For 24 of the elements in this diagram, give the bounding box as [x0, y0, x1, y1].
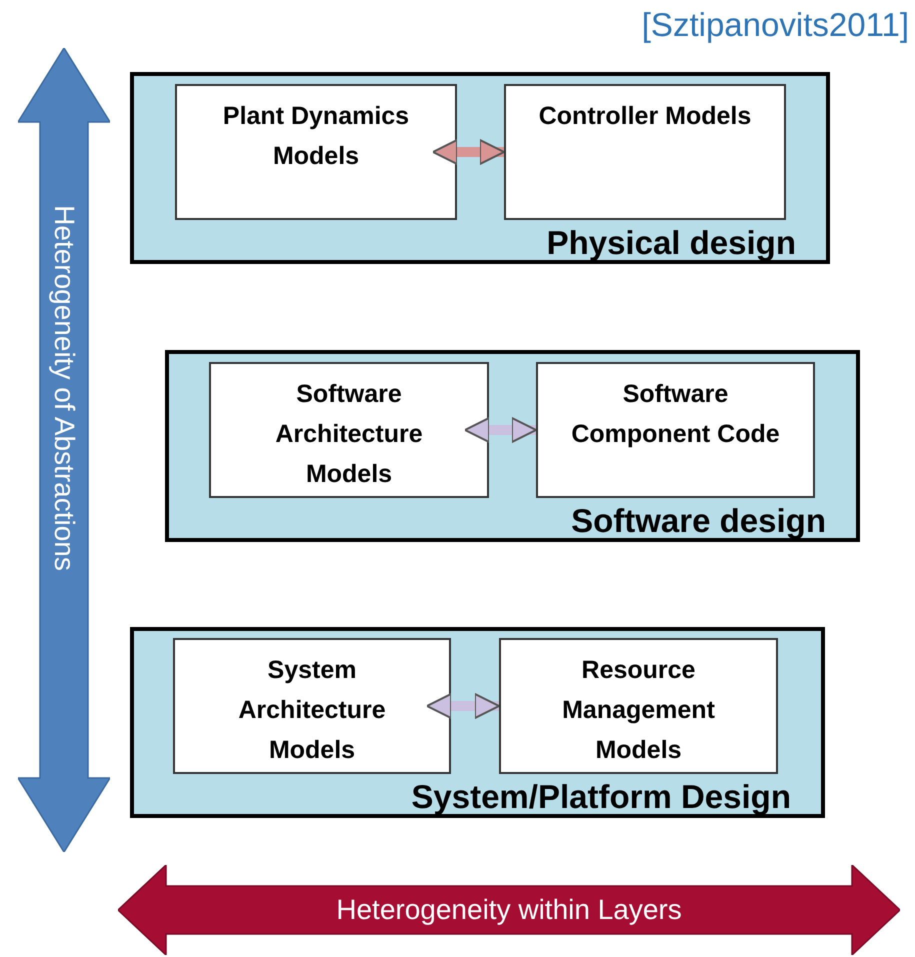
model-box — [504, 84, 786, 220]
model-box — [175, 84, 457, 220]
double-arrow — [464, 417, 537, 443]
box-label: Resource Management Models — [561, 655, 716, 766]
box-label: Plant Dynamics Models — [222, 101, 410, 172]
layer-panel — [130, 72, 830, 264]
double-arrow — [432, 139, 505, 165]
arrow-label: Heterogeneity within Layers — [336, 894, 682, 926]
arrow-label: Heterogeneity of Abstractions — [48, 205, 80, 571]
model-box — [209, 362, 489, 498]
box-label: Software Architecture Models — [274, 379, 424, 490]
citation: [Sztipanovits2011] — [642, 6, 909, 44]
layer-panel — [130, 627, 825, 818]
box-label: Software Component Code — [570, 379, 781, 450]
layer-title: Physical design — [546, 224, 796, 262]
box-label: Controller Models — [538, 101, 752, 132]
layer-title: Software design — [571, 502, 826, 540]
model-box — [536, 362, 815, 498]
layer-title: System/Platform Design — [411, 778, 791, 816]
layer-panel — [165, 350, 860, 542]
double-arrow — [426, 693, 500, 719]
box-label: System Architecture Models — [237, 655, 387, 766]
model-box — [173, 638, 451, 774]
model-box — [499, 638, 778, 774]
